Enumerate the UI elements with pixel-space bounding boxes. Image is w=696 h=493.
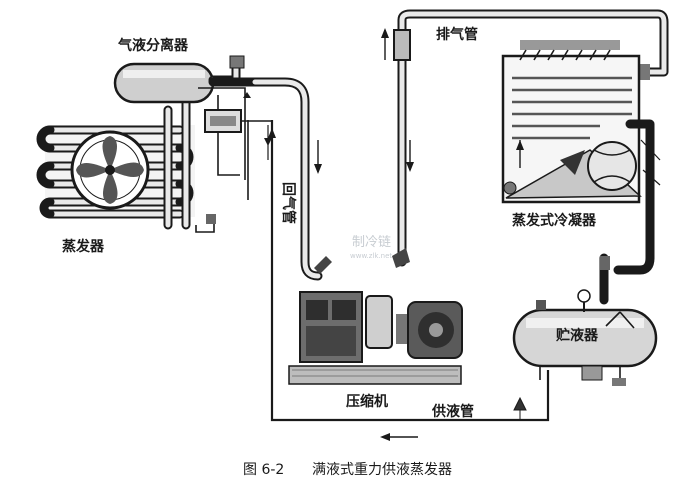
- discharge-pipe: [381, 9, 669, 268]
- label-discharge-pipe: 排气管: [436, 26, 478, 43]
- label-compressor: 压缩机: [346, 393, 388, 410]
- label-separator: 气液分离器: [117, 37, 189, 54]
- label-return-pipe: 回气管: [280, 182, 297, 224]
- watermark: 制冷链 www.zlk.net: [350, 235, 392, 260]
- label-condenser: 蒸发式冷凝器: [512, 212, 597, 229]
- evaporative-condenser: [501, 40, 661, 263]
- level-controller: [198, 87, 272, 200]
- label-supply-pipe: 供液管: [431, 403, 474, 420]
- watermark-url: www.zlk.net: [350, 252, 392, 260]
- caption-title: 满液式重力供液蒸发器: [312, 462, 452, 478]
- evaporator: [36, 91, 216, 233]
- label-evaporator: 蒸发器: [62, 238, 105, 255]
- compressor-unit: [288, 291, 463, 385]
- return-gas-pipe: [250, 77, 332, 281]
- evaporator-fan: [70, 130, 150, 210]
- figure-caption: 图 6-2 满液式重力供液蒸发器: [243, 462, 452, 478]
- gas-liquid-separator: [113, 55, 260, 104]
- caption-figure-number: 图 6-2: [243, 462, 284, 478]
- watermark-logo: 制冷链: [352, 235, 391, 250]
- liquid-supply-pipe: [268, 120, 550, 441]
- label-receiver: 贮液器: [555, 327, 599, 344]
- liquid-receiver: [512, 253, 658, 386]
